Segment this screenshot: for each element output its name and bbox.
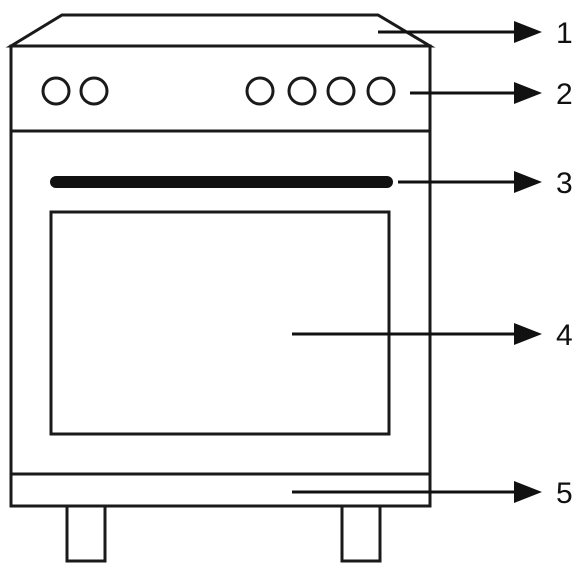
arrow-right-icon — [514, 82, 542, 104]
callout-3 — [398, 171, 542, 193]
arrow-right-icon — [514, 171, 542, 193]
callout-4 — [292, 323, 542, 345]
callout-number-5: 5 — [556, 477, 573, 510]
callout-number-4: 4 — [556, 319, 573, 352]
cooktop — [5, 13, 436, 48]
knob-right-3 — [326, 76, 356, 106]
knob-right-4 — [366, 76, 396, 106]
callout-number-2: 2 — [556, 78, 573, 111]
knob-left-2 — [79, 76, 109, 106]
callout-number-1: 1 — [556, 17, 573, 50]
knob-right-1 — [245, 76, 275, 106]
plinth — [9, 472, 432, 508]
callout-number-3: 3 — [556, 167, 573, 200]
callout-2 — [410, 82, 542, 104]
knob-right-2 — [287, 76, 317, 106]
arrow-right-icon — [514, 481, 542, 503]
callout-5 — [292, 481, 542, 503]
foot-left — [65, 504, 107, 563]
arrow-right-icon — [514, 323, 542, 345]
foot-right — [340, 504, 382, 563]
oven-door-window — [49, 210, 391, 436]
knob-left-1 — [41, 76, 71, 106]
arrow-right-icon — [514, 21, 542, 43]
control-knobs — [41, 76, 396, 106]
callout-1 — [378, 21, 542, 43]
